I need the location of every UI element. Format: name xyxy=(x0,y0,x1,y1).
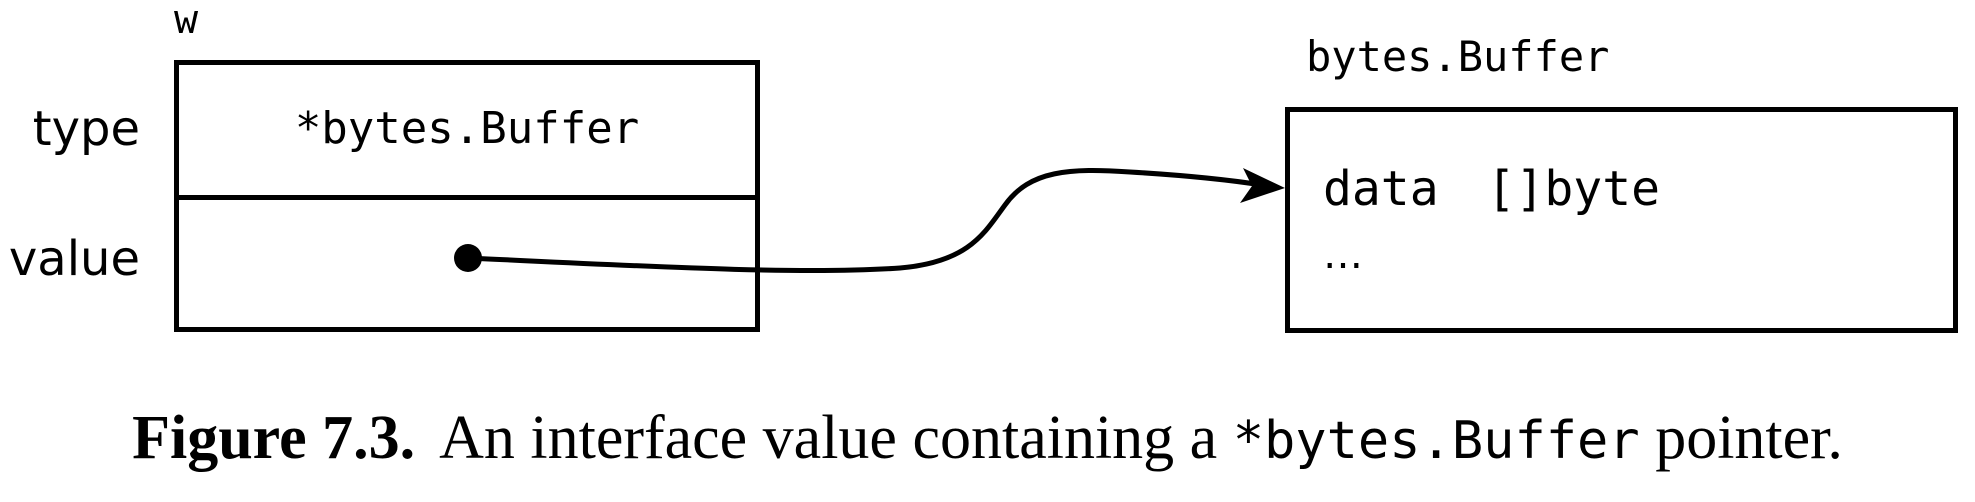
row-divider xyxy=(179,195,755,200)
struct-field-row: data []byte xyxy=(1323,162,1660,216)
struct-type-name: bytes.Buffer xyxy=(1306,32,1610,81)
type-row-label: type xyxy=(32,101,140,157)
buffer-struct-box: data []byte … xyxy=(1285,107,1958,333)
field-name: data xyxy=(1323,161,1439,217)
caption-text-after: pointer. xyxy=(1639,404,1843,472)
variable-name: w xyxy=(174,0,199,43)
pointer-curve xyxy=(465,168,1265,274)
value-row-label: value xyxy=(8,231,140,287)
dynamic-type-text: *bytes.Buffer xyxy=(294,103,640,154)
caption-text-before: An interface value containing a xyxy=(439,404,1233,472)
figure-label: Figure 7.3. xyxy=(132,404,416,472)
more-fields-ellipsis: … xyxy=(1323,232,1363,278)
caption-code: *bytes.Buffer xyxy=(1232,411,1640,471)
figure-caption: Figure 7.3. An interface value containing… xyxy=(0,402,1975,477)
field-type: []byte xyxy=(1486,161,1660,217)
arrowhead-icon xyxy=(1240,168,1285,203)
interface-value-box: *bytes.Buffer xyxy=(174,60,760,332)
